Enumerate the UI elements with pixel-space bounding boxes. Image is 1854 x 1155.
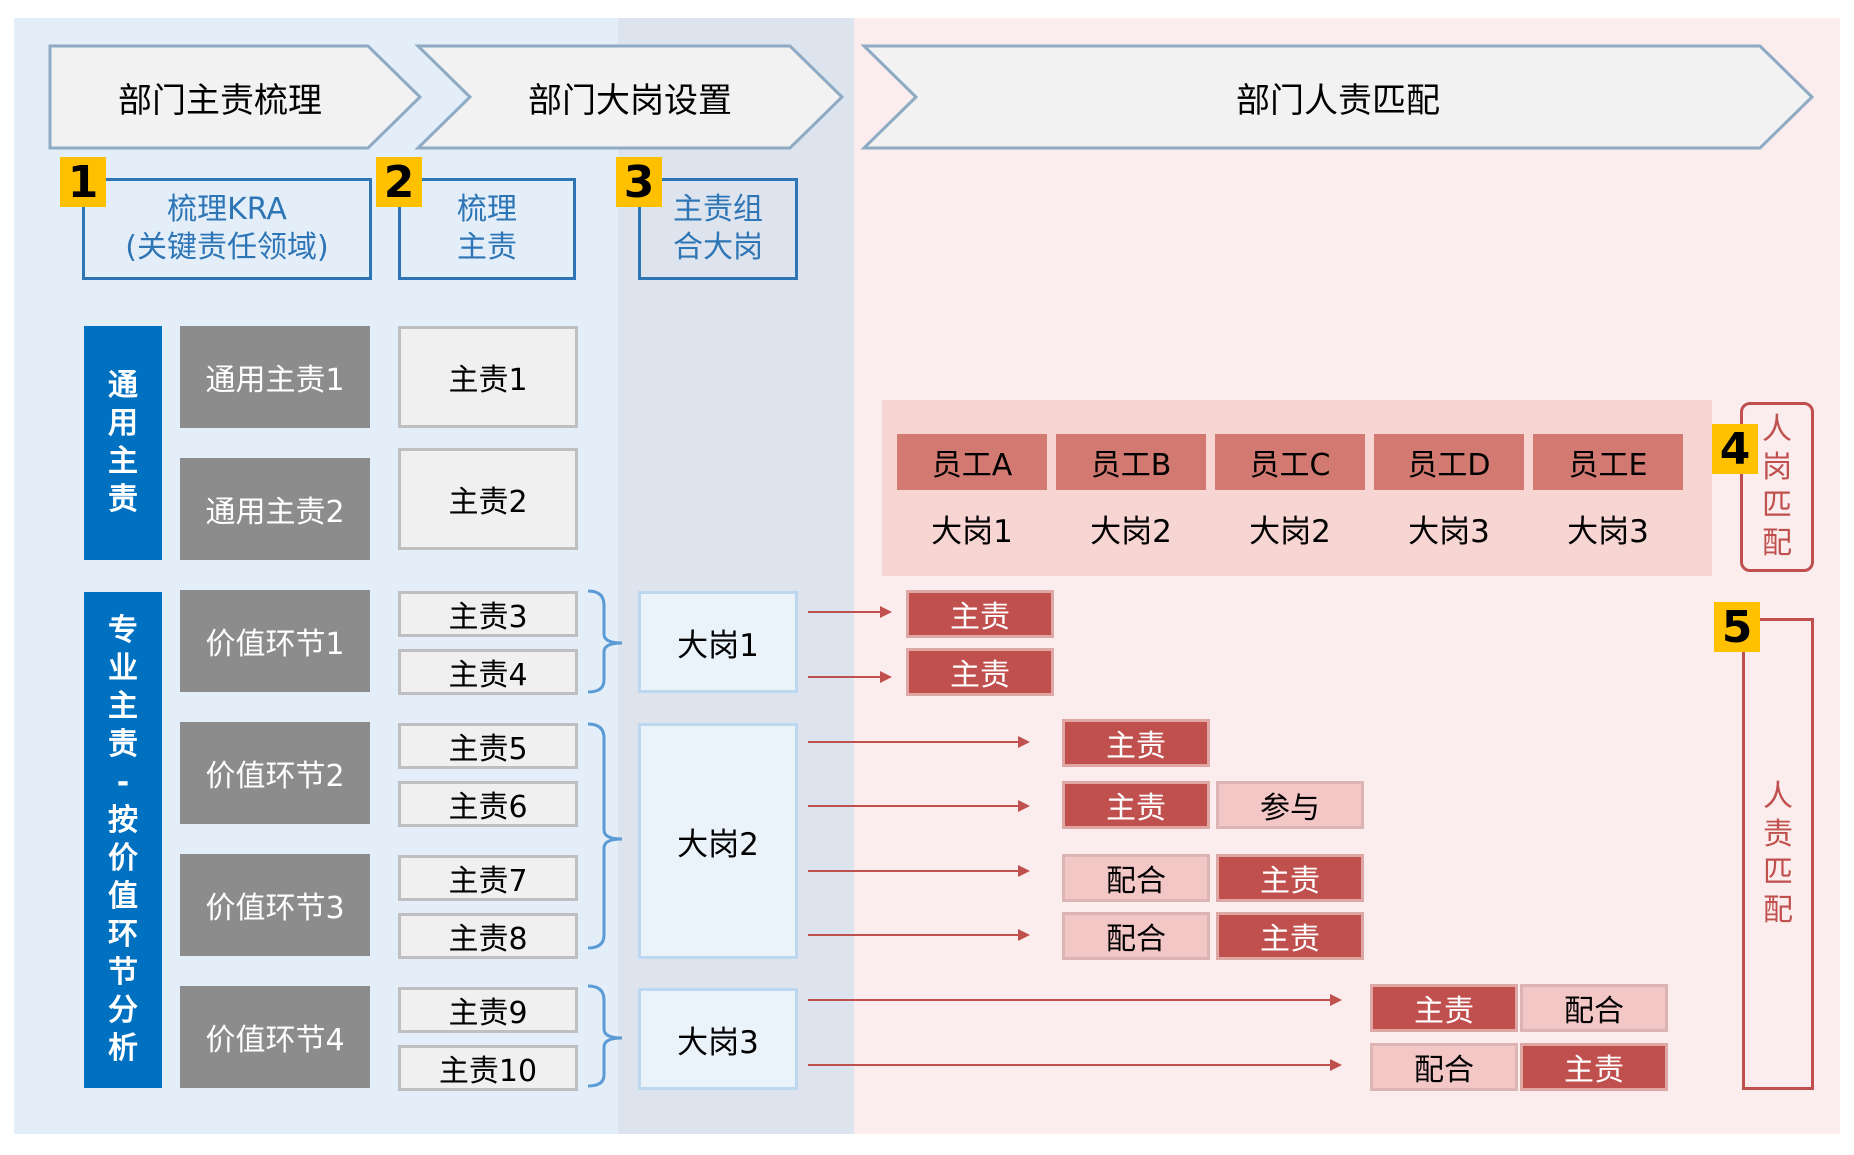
employee-post: 大岗3 xyxy=(1408,513,1490,550)
bracket-post-3 xyxy=(587,984,623,1088)
matrix-cell: 配合 xyxy=(1370,1043,1518,1091)
category-professional-char: 责 xyxy=(108,727,138,762)
bracket-post-2 xyxy=(587,722,623,950)
duty-box: 主责2 xyxy=(398,448,578,550)
duty-box: 主责3 xyxy=(398,591,578,637)
employee-header: 员工E xyxy=(1533,434,1683,490)
side-label-char: 岗 xyxy=(1762,450,1792,485)
step-box-duty-line1: 梳理 xyxy=(457,192,517,227)
matrix-cell: 参与 xyxy=(1216,781,1364,829)
duty-box: 主责1 xyxy=(398,326,578,428)
step-badge-4: 4 xyxy=(1712,424,1758,475)
category-professional-char: 节 xyxy=(108,955,138,990)
category-professional-char: - xyxy=(116,765,130,800)
category-general: 通 用 主 责 xyxy=(84,326,162,560)
post-box: 大岗3 xyxy=(638,988,798,1090)
side-label-char: 匹 xyxy=(1763,855,1793,890)
employee-header: 员工B xyxy=(1056,434,1206,490)
category-general-char: 用 xyxy=(108,406,138,441)
post-box: 大岗2 xyxy=(638,723,798,959)
phase-chevron-1 xyxy=(48,44,423,150)
category-professional-char: 分 xyxy=(108,993,138,1028)
phase-chevron-2 xyxy=(414,44,845,150)
duty-box: 主责4 xyxy=(398,649,578,695)
phase-title-1: 部门主责梳理 xyxy=(118,80,322,121)
category-professional-char: 专 xyxy=(108,613,138,648)
category-professional-char: 值 xyxy=(108,879,138,914)
matrix-cell: 主责 xyxy=(1216,854,1364,902)
step-box-post-line1: 主责组 xyxy=(673,192,763,227)
step-box-duty: 梳理 主责 xyxy=(398,178,576,280)
employee-header: 员工C xyxy=(1215,434,1365,490)
step-badge-2: 2 xyxy=(376,157,422,208)
duty-box: 主责6 xyxy=(398,781,578,827)
employee-header: 员工A xyxy=(897,434,1047,490)
duty-box: 主责10 xyxy=(398,1045,578,1091)
category-professional-char: 按 xyxy=(108,803,138,838)
employee-post: 大岗2 xyxy=(1249,513,1331,550)
employee-header: 员工D xyxy=(1374,434,1524,490)
employee-post: 大岗1 xyxy=(931,513,1013,550)
category-professional: 专 业 主 责 - 按 价 值 环 节 分 析 xyxy=(84,592,162,1088)
step-badge-1: 1 xyxy=(60,157,106,208)
matrix-cell: 配合 xyxy=(1062,854,1210,902)
category-general-char: 责 xyxy=(108,482,138,517)
side-label-char: 匹 xyxy=(1762,488,1792,523)
matrix-cell: 主责 xyxy=(1370,984,1518,1032)
step-box-kra: 梳理KRA (关键责任领域) xyxy=(82,178,372,280)
step-badge-3: 3 xyxy=(616,157,662,208)
matrix-cell: 主责 xyxy=(1520,1043,1668,1091)
bracket-post-1 xyxy=(587,589,623,694)
kra-block: 价值环节4 xyxy=(180,986,370,1088)
matrix-cell: 主责 xyxy=(1216,912,1364,960)
matrix-cell: 主责 xyxy=(906,648,1054,696)
matrix-cell: 主责 xyxy=(906,590,1054,638)
duty-box: 主责7 xyxy=(398,855,578,901)
matrix-cell: 主责 xyxy=(1062,719,1210,767)
kra-block: 通用主责2 xyxy=(180,458,370,560)
duty-box: 主责5 xyxy=(398,723,578,769)
side-label-char: 责 xyxy=(1763,817,1793,852)
category-professional-char: 业 xyxy=(108,651,138,686)
side-label-char: 人 xyxy=(1763,779,1793,814)
step-box-post: 主责组 合大岗 xyxy=(638,178,798,280)
matrix-cell: 配合 xyxy=(1062,912,1210,960)
phase-title-3: 部门人责匹配 xyxy=(1236,80,1440,121)
step-box-kra-line1: 梳理KRA xyxy=(167,192,287,227)
matrix-cell: 配合 xyxy=(1520,984,1668,1032)
step-box-duty-line2: 主责 xyxy=(457,230,517,265)
side-label-person-post: 人 岗 匹 配 xyxy=(1740,402,1814,572)
post-box: 大岗1 xyxy=(638,591,798,693)
phase-title-2: 部门大岗设置 xyxy=(528,80,732,121)
employee-post: 大岗2 xyxy=(1090,513,1172,550)
side-label-char: 配 xyxy=(1762,526,1792,561)
category-professional-char: 析 xyxy=(108,1031,138,1066)
phase-chevron-3 xyxy=(860,44,1815,150)
step-badge-5: 5 xyxy=(1714,602,1760,653)
category-general-char: 主 xyxy=(108,444,138,479)
category-general-char: 通 xyxy=(108,368,138,403)
kra-block: 价值环节3 xyxy=(180,854,370,956)
side-label-char: 配 xyxy=(1763,893,1793,928)
side-label-char: 人 xyxy=(1762,412,1792,447)
matrix-cell: 主责 xyxy=(1062,781,1210,829)
employee-post: 大岗3 xyxy=(1567,513,1649,550)
side-label-person-duty: 人 责 匹 配 xyxy=(1742,618,1814,1090)
step-box-post-line2: 合大岗 xyxy=(673,230,763,265)
step-box-kra-line2: (关键责任领域) xyxy=(125,230,329,265)
duty-box: 主责8 xyxy=(398,913,578,959)
duty-box: 主责9 xyxy=(398,987,578,1033)
kra-block: 价值环节2 xyxy=(180,722,370,824)
kra-block: 价值环节1 xyxy=(180,590,370,692)
category-professional-char: 环 xyxy=(108,917,138,952)
category-professional-char: 价 xyxy=(108,841,138,876)
category-professional-char: 主 xyxy=(108,689,138,724)
kra-block: 通用主责1 xyxy=(180,326,370,428)
